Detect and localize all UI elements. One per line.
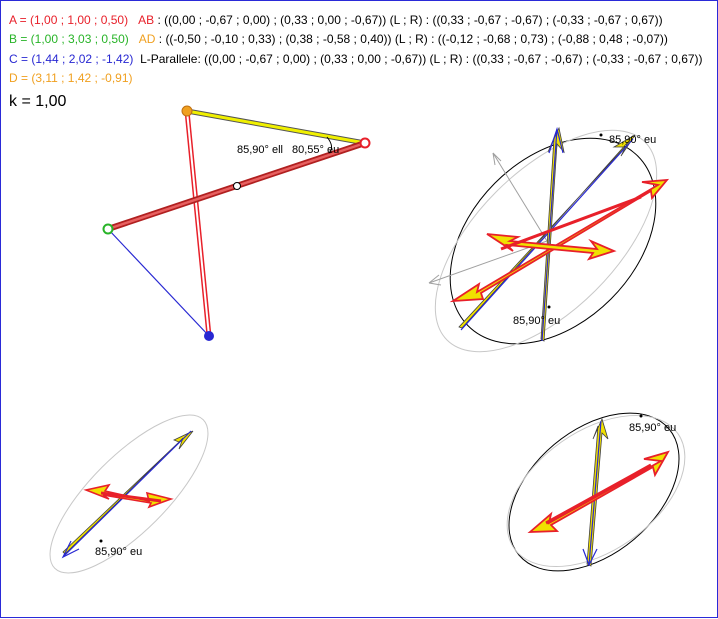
arrow-blue-bl-head: [61, 540, 80, 559]
ellipse-dot-top: [599, 133, 603, 137]
info-line-c: C = (1,44 ; 2,02 ; -1,42) L-Parallele: (…: [9, 52, 703, 66]
point-c[interactable]: [204, 331, 214, 341]
axis-grey-2: [428, 240, 548, 284]
l-parallele-values: L-Parallele: ((0,00 ; -0,67 ; 0,00) ; (0…: [140, 52, 703, 66]
info-line-b: B = (1,00 ; 3,03 ; 0,50) AD : ((-0,50 ; …: [9, 32, 668, 46]
axis-grey-head: [492, 152, 502, 166]
ellipse-grey: [434, 129, 658, 353]
arrow-red-bl-center: [100, 491, 162, 503]
midpoint-marker[interactable]: [233, 182, 241, 190]
ellipse-dot-br: [639, 414, 643, 418]
point-b[interactable]: [102, 223, 114, 235]
arrow-red-main: [449, 178, 670, 303]
vector-ab-label: AB: [138, 13, 155, 27]
ellipse-label-br: 85,90° eu: [629, 422, 676, 434]
info-line-a: A = (1,00 ; 1,00 ; 0,50) AB : ((0,00 ; -…: [9, 13, 663, 27]
arrow-blue-long: [460, 138, 634, 331]
angle-ell-label: 85,90° ell: [237, 144, 283, 156]
point-c-coordinates[interactable]: C = (1,44 ; 2,02 ; -1,42): [9, 52, 134, 66]
ellipse-view-bottom-right: 85,90° eu: [506, 412, 686, 572]
k-value[interactable]: k = 1,00: [9, 93, 67, 110]
arrow-red-bl: [83, 483, 174, 509]
arrow-blue-bl: [63, 430, 192, 557]
angle-arc: [326, 136, 333, 154]
arrow-red-br-center: [545, 463, 652, 525]
vector-ad-values: : ((-0,50 ; -0,10 ; 0,33) ; (0,38 ; -0,5…: [155, 32, 668, 46]
arrow-blue-br: [588, 420, 602, 566]
arrow-blue-vertical: [541, 128, 558, 342]
point-b-coordinates[interactable]: B = (1,00 ; 3,03 ; 0,50): [9, 32, 129, 46]
point-a[interactable]: [359, 137, 371, 149]
ellipse-label-bl: 85,90° eu: [95, 546, 142, 558]
ellipse-dot-bottom: [547, 305, 551, 309]
ellipse-grey-br: [506, 414, 686, 568]
axis-grey: [492, 152, 548, 242]
segment-dc-inner: [186, 110, 210, 337]
point-d-coordinates[interactable]: D = (3,11 ; 1,42 ; -0,91): [9, 71, 133, 85]
ellipse-dot-bl: [99, 539, 103, 543]
info-line-d: D = (3,11 ; 1,42 ; -0,91): [9, 71, 133, 85]
arrow-red-center: [500, 195, 642, 251]
segment-da-inner: [186, 109, 366, 145]
arrow-blue-vertical-head: [548, 126, 564, 154]
ellipse-label-top: 85,90° eu: [609, 134, 656, 146]
arrow-blue-br-head: [582, 548, 598, 567]
ellipse-view-bottom-left: 85,90° eu: [49, 414, 209, 574]
point-a-coordinates[interactable]: A = (1,00 ; 1,00 ; 0,50): [9, 13, 129, 27]
vector-ab-values: : ((0,00 ; -0,67 ; 0,00) ; (0,33 ; 0,00 …: [154, 13, 663, 27]
point-d[interactable]: [181, 105, 193, 117]
axis-grey-2-head: [428, 274, 442, 286]
ellipse-label-bottom: 85,90° eu: [513, 315, 560, 327]
ellipse-grey-bl: [49, 414, 209, 574]
ellipse-black-br: [508, 412, 680, 572]
ellipse-black: [449, 137, 657, 345]
angle-eu-label: 80,55° eu: [292, 144, 339, 156]
main-diagram: 85,90° ell 80,55° eu: [102, 105, 371, 341]
ellipse-view-top-right: 85,90° eu 85,90° eu: [428, 126, 670, 353]
vector-ad-label: AD: [138, 32, 156, 46]
segment-bc: [107, 228, 210, 337]
